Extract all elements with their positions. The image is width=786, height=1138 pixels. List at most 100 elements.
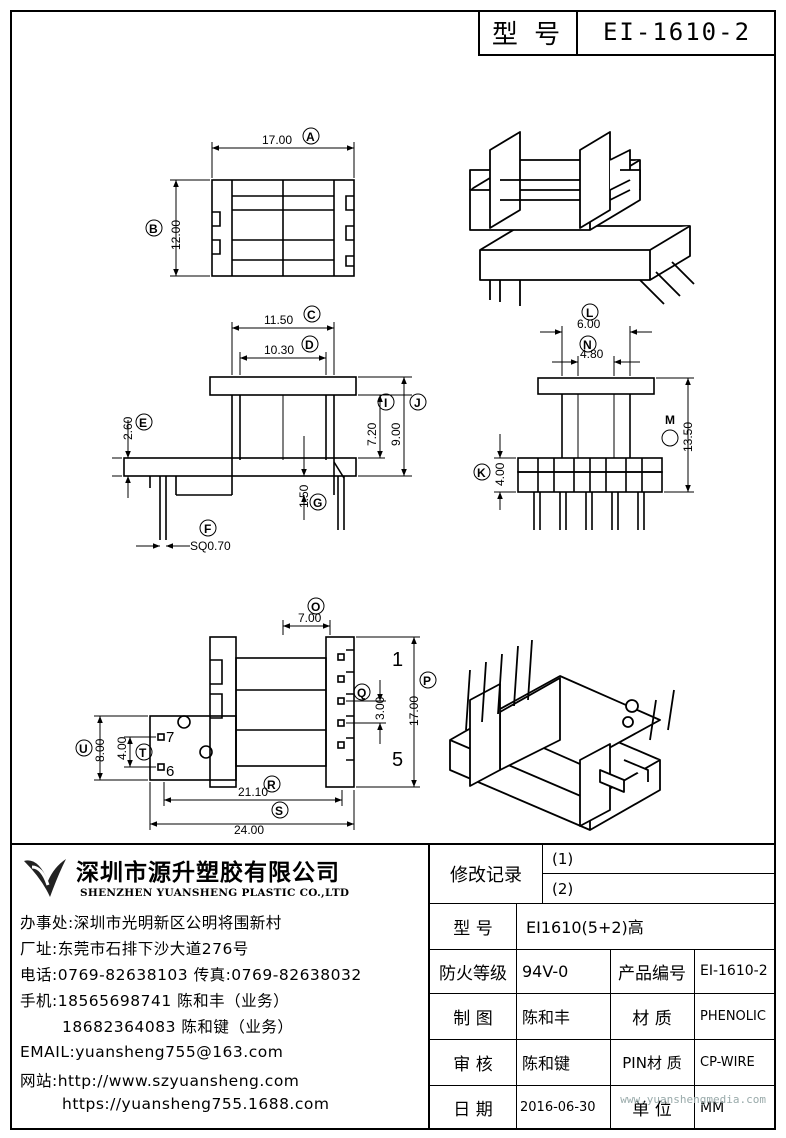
dim-a: 17.00 A [211,127,355,178]
title-block: 型 号 EI-1610-2 [478,10,776,56]
dim-k: 4.00 K [473,434,516,510]
spec-table: 修改记录 (1) (2) 型 号 EI1610(5+2)高 防火等级 94V-0… [428,845,776,1130]
callout-j: J [414,396,421,410]
side-view [517,377,663,530]
bottom-view [149,636,355,788]
dim-a-value: 17.00 [262,133,292,147]
dim-g: 1.50 G [297,436,327,520]
callout-q: Q [357,686,366,700]
date-value: 2016-06-30 [520,1100,596,1115]
dim-c: 11.50 C [231,305,335,375]
callout-a: A [306,130,315,144]
dim-m: 13.50 M [656,377,695,493]
watermark: www.yuanshengmedia.com [620,1093,766,1106]
callout-p: P [423,674,431,688]
drawn-by-label: 制 图 [453,1008,493,1029]
product-no-label: 产品编号 [618,963,686,984]
dim-l-value: 6.00 [577,317,601,331]
pin-material-value: CP-WIRE [700,1054,755,1070]
pin-label-1: 1 [392,649,403,671]
dim-u-value: 8.00 [93,738,107,762]
company-phone: 电话:0769-82638103 传真:0769-82638032 [20,966,362,984]
dim-b-value: 12.00 [169,220,183,250]
callout-s: S [275,804,283,818]
dim-o-value: 7.00 [298,611,322,625]
model-label: 型 号 [453,918,493,939]
company-logo-icon [24,859,66,897]
unit-value: MM [700,1099,725,1116]
callout-d: D [305,338,314,352]
front-view [123,376,357,540]
dim-i: 7.20 I [358,393,412,459]
dim-f: SQ0.70 F [136,519,231,553]
model-value: EI1610(5+2)高 [526,918,644,937]
callout-u: U [79,742,88,756]
dim-q: 3.00 Q [346,680,387,744]
title-model-label: 型 号 [480,10,578,54]
technical-drawing: 17.00 A 12.00 B 11.50 C [75,127,695,837]
unit-label: 单 位 [632,1100,672,1120]
callout-r: R [267,778,276,792]
checked-by-label: 审 核 [453,1054,493,1075]
dim-e-value: 2.60 [121,416,135,440]
pin-label-7: 7 [166,729,174,746]
product-no-value: EI-1610-2 [700,963,768,979]
fire-rating-value: 94V-0 [522,961,569,981]
pin-label-6: 6 [166,763,174,780]
isometric-view-top [469,131,695,306]
dim-d-value: 10.30 [264,343,294,357]
dim-t-value: 4.00 [115,736,129,760]
dim-o: 7.00 O [282,597,331,635]
drawing-sheet [10,10,776,1130]
company-mobile-2: 18682364083 陈和键（业务） [62,1018,294,1036]
company-website-2: https://yuansheng755.1688.com [62,1095,330,1113]
fire-rating-label: 防火等级 [439,963,507,984]
isometric-view-bottom [449,639,675,831]
company-factory: 厂址:东莞市石排下沙大道276号 [20,940,249,958]
callout-i: I [384,396,387,410]
top-view [211,179,355,277]
checked-by-value: 陈和键 [522,1054,571,1073]
dim-j-value: 9.00 [389,422,403,446]
drawn-by-value: 陈和丰 [522,1008,571,1027]
dim-t: 4.00 T [115,736,156,768]
dim-b: 12.00 B [145,179,210,277]
dim-r: 21.10 R [163,775,343,806]
dim-n-value: 4.80 [580,347,604,361]
callout-b: B [149,222,158,236]
callout-n: N [583,338,592,352]
dim-p-value: 17.00 [407,696,421,726]
pin-label-5: 5 [392,749,403,771]
dim-g-value: 1.50 [297,484,311,508]
dim-e: 2.60 E [112,413,153,498]
dim-u: 8.00 U [75,715,148,781]
callout-t: T [139,746,147,760]
dim-c-value: 11.50 [264,313,293,327]
revision-label: 修改记录 [450,865,522,886]
company-website-1: 网站:http://www.szyuansheng.com [20,1072,300,1090]
callout-m: M [665,413,675,427]
material-label: 材 质 [632,1008,672,1029]
company-header: 深圳市源升塑胶有限公司 SHENZHEN YUANSHENG PLASTIC C… [10,845,428,905]
dim-r-value: 21.10 [238,785,268,799]
pin-material-label: PIN材 质 [622,1053,682,1072]
callout-k: K [477,466,486,480]
revision-2: (2) [552,879,574,898]
dim-f-value: SQ0.70 [190,539,231,553]
callout-o: O [311,600,320,614]
company-name-en: SHENZHEN YUANSHENG PLASTIC CO.,LTD [80,887,350,899]
company-office: 办事处:深圳市光明新区公明将围新村 [20,914,282,932]
dim-s-value: 24.00 [234,823,264,837]
dim-k-value: 4.00 [493,462,507,486]
callout-l: L [586,306,593,320]
material-value: PHENOLIC [700,1008,766,1024]
dim-n: 4.80 N [552,335,640,376]
dim-i-value: 7.20 [365,422,379,446]
dim-j: 9.00 J [358,376,427,477]
dim-p: 17.00 P [356,636,437,788]
company-name-cn: 深圳市源升塑胶有限公司 [76,860,340,886]
title-block-footer: 深圳市源升塑胶有限公司 SHENZHEN YUANSHENG PLASTIC C… [10,843,776,1130]
company-email: EMAIL:yuansheng755@163.com [20,1043,284,1061]
title-model-number: EI-1610-2 [602,18,752,46]
dim-s: 24.00 S [149,782,355,837]
